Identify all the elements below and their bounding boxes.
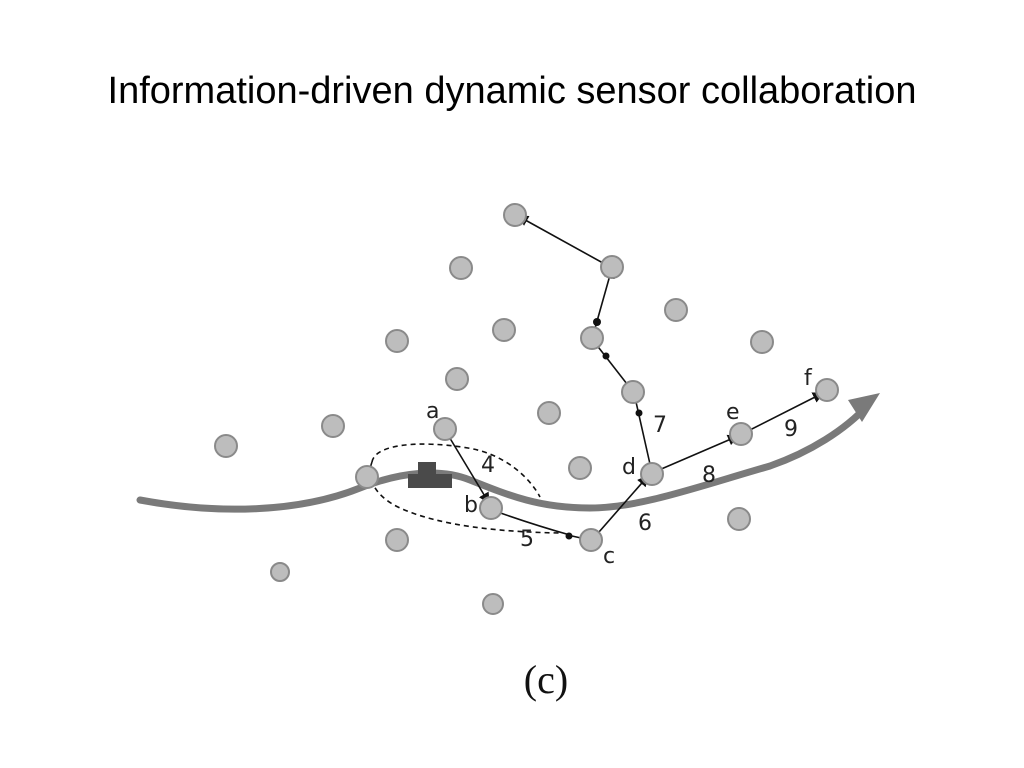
sensor-node bbox=[750, 330, 774, 354]
sensor-node bbox=[492, 318, 516, 342]
sensor-node bbox=[321, 414, 345, 438]
sensor-node bbox=[568, 456, 592, 480]
sensor-node bbox=[445, 367, 469, 391]
sensing-region bbox=[369, 443, 561, 534]
node-label-a: a bbox=[426, 399, 439, 424]
target-trajectory bbox=[136, 401, 872, 513]
sensor-node bbox=[270, 562, 290, 582]
sensor-node bbox=[479, 496, 503, 520]
sensor-node bbox=[664, 298, 688, 322]
step-label-4: 4 bbox=[481, 453, 495, 478]
sensor-node bbox=[385, 329, 409, 353]
step-label-8: 8 bbox=[702, 463, 716, 488]
sensor-node bbox=[580, 326, 604, 350]
sensor-node bbox=[449, 256, 473, 280]
step-label-5: 5 bbox=[520, 527, 534, 552]
trajectory-arrowhead bbox=[848, 393, 880, 422]
sensor-node bbox=[537, 401, 561, 425]
sensor-node bbox=[214, 434, 238, 458]
node-label-f: f bbox=[804, 366, 813, 391]
sensor-nodes bbox=[214, 203, 839, 615]
node-label-d: d bbox=[622, 455, 636, 480]
sensor-node bbox=[729, 422, 753, 446]
figure-caption: (c) bbox=[524, 657, 568, 702]
step-label-7: 7 bbox=[653, 413, 667, 438]
sensor-node bbox=[433, 417, 457, 441]
sensor-node bbox=[482, 593, 504, 615]
sensor-node bbox=[621, 380, 645, 404]
sensor-node bbox=[600, 255, 624, 279]
target-vehicle-icon bbox=[408, 462, 452, 488]
sensor-node bbox=[727, 507, 751, 531]
sensor-node bbox=[640, 462, 664, 486]
sensor-node bbox=[355, 465, 379, 489]
sensor-node bbox=[503, 203, 527, 227]
sensor-node bbox=[815, 378, 839, 402]
sensor-node bbox=[579, 528, 603, 552]
node-label-b: b bbox=[464, 493, 478, 518]
node-label-c: c bbox=[603, 544, 615, 569]
sensor-node bbox=[385, 528, 409, 552]
step-label-6: 6 bbox=[638, 511, 652, 536]
node-label-e: e bbox=[726, 400, 740, 425]
step-label-9: 9 bbox=[784, 417, 798, 442]
slide-title: Information-driven dynamic sensor collab… bbox=[107, 70, 917, 112]
